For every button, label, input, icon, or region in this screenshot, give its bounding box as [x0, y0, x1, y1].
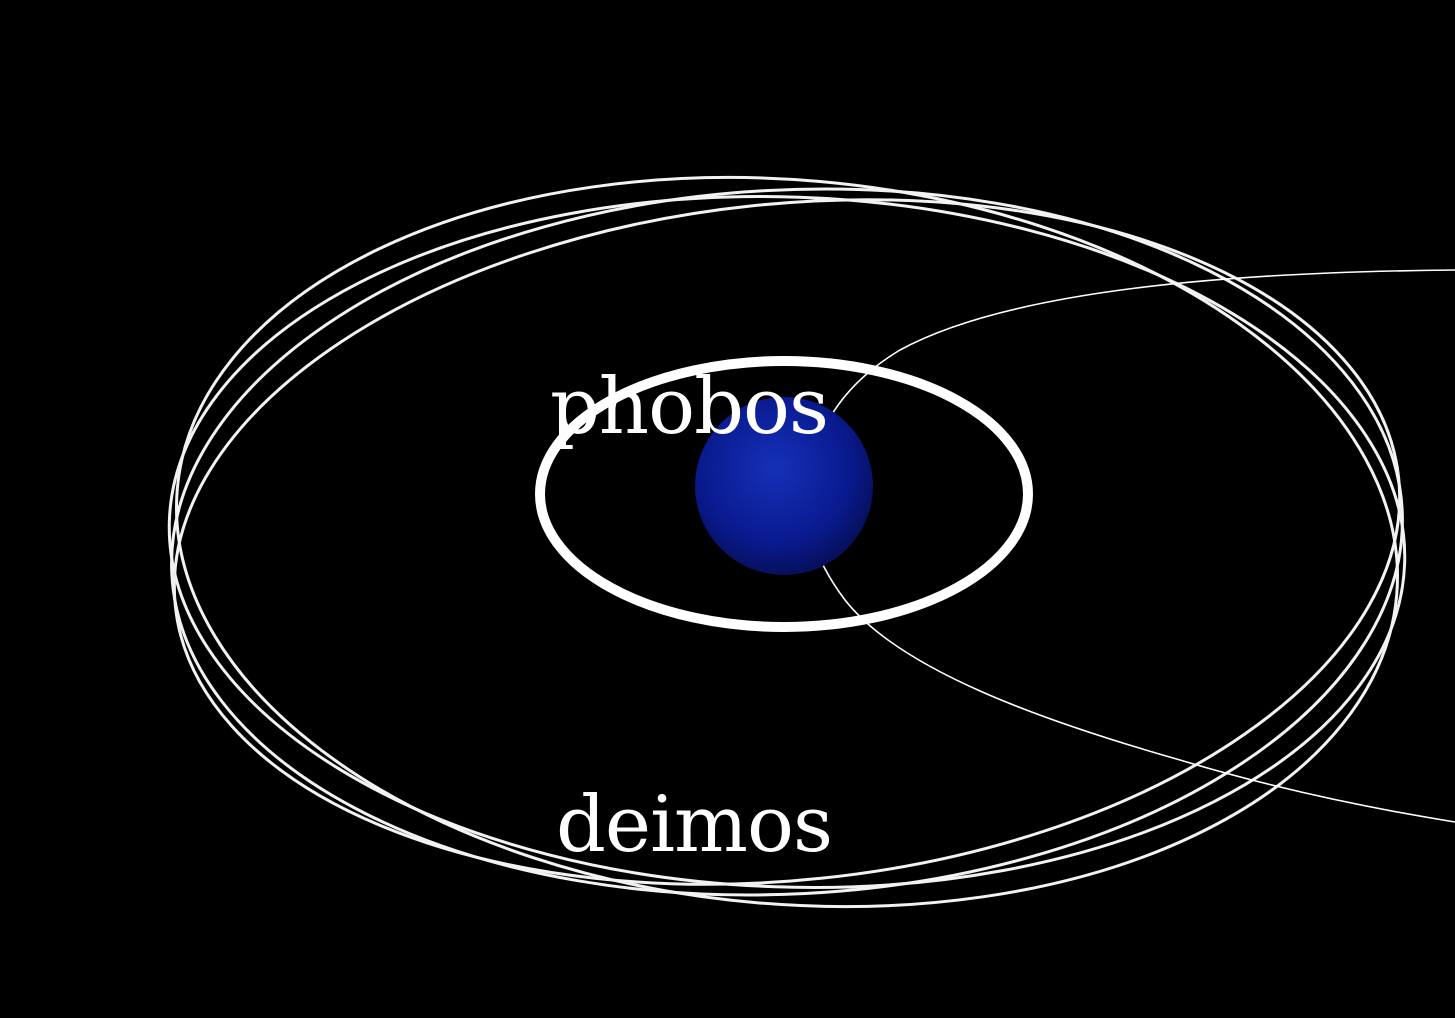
planet — [695, 397, 873, 575]
phobos-label: phobos — [550, 362, 829, 452]
deimos-orbit-path — [172, 198, 1402, 886]
deimos-orbit-path — [167, 195, 1407, 889]
deimos-orbit-path — [170, 187, 1404, 897]
phobos-orbit — [535, 356, 1033, 632]
deimos-orbit — [167, 175, 1407, 909]
deimos-label: deimos — [556, 780, 833, 870]
deimos-orbit-path — [175, 175, 1399, 909]
trajectory-line — [806, 269, 1455, 823]
